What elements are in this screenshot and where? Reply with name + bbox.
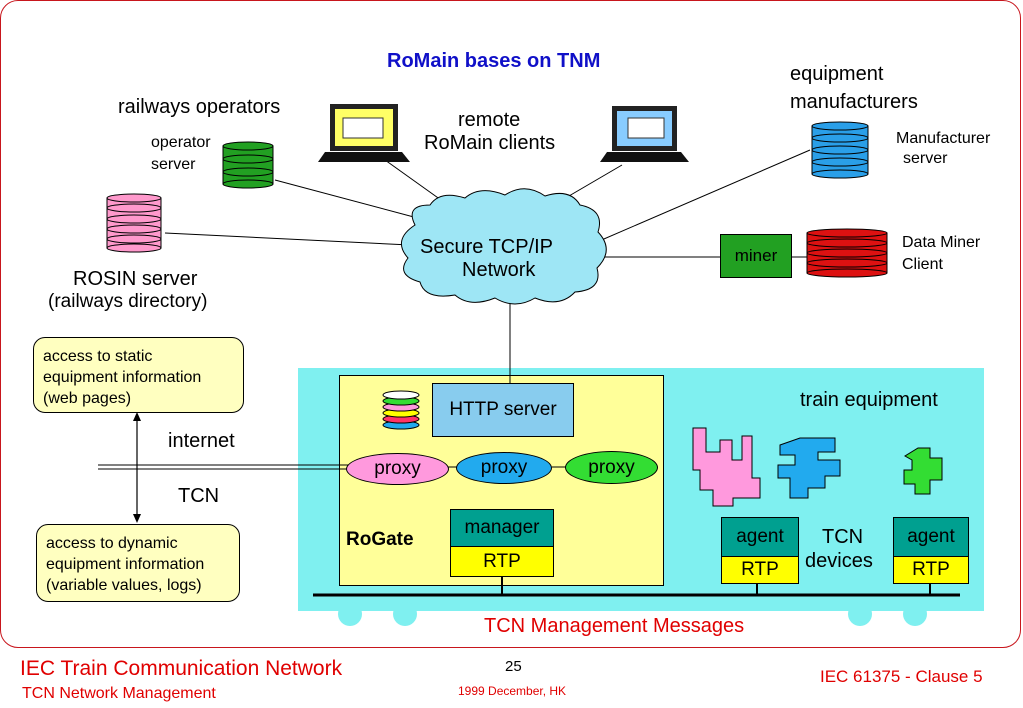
slide-frame (0, 0, 1021, 648)
train-equipment-label: train equipment (800, 389, 938, 411)
http-server-database-icon (381, 389, 421, 431)
static-note-line-1: access to static (43, 348, 153, 365)
agent-box-2: agent (893, 517, 969, 557)
http-server-box: HTTP server (432, 383, 574, 437)
footer-clause: IEC 61375 - Clause 5 (820, 667, 983, 686)
dynamic-note-line-2: equipment information (46, 556, 205, 573)
remote-client-laptop-icon (600, 106, 689, 162)
tcn-device-green-icon (904, 448, 942, 494)
manufacturers-label-2: manufacturers (790, 91, 918, 113)
operator-server-icon (222, 141, 274, 189)
rtp-box-2: RTP (893, 556, 969, 584)
operator-server-label-1: operator (151, 134, 211, 151)
footer-date: 1999 December, HK (458, 684, 567, 698)
static-note-line-2: equipment information (43, 369, 202, 386)
tcn-link-label: TCN (178, 485, 220, 507)
remote-clients-label-2: RoMain clients (424, 132, 556, 154)
rtp-box-1: RTP (721, 556, 799, 584)
data-miner-client-icon (806, 228, 888, 278)
dynamic-access-note: access to dynamic equipment information … (36, 524, 240, 602)
page-number: 25 (505, 658, 522, 675)
operator-laptop-icon (318, 104, 410, 162)
dynamic-note-line-3: (variable values, logs) (46, 577, 202, 594)
remote-clients-label-1: remote (458, 109, 521, 131)
operator-server-label-2: server (151, 156, 196, 173)
manufacturer-server-label-2: server (903, 150, 948, 167)
footer-title: IEC Train Communication Network (20, 657, 343, 680)
miner-box: miner (720, 234, 792, 278)
proxy-tcn-oval: proxy (565, 451, 658, 484)
rogate-rtp-box: RTP (450, 546, 554, 577)
proxy-http-oval: proxy (456, 452, 552, 484)
rogate-label: RoGate (346, 529, 414, 550)
data-miner-client-label-1: Data Miner (902, 234, 981, 251)
manufacturer-server-label-1: Manufacturer (896, 130, 991, 147)
static-note-line-3: (web pages) (43, 390, 132, 407)
footer-subtitle: TCN Network Management (22, 685, 216, 702)
tcn-device-blue-icon (778, 438, 840, 498)
rosin-server-label: ROSIN server (73, 268, 198, 290)
slide-title: RoMain bases on TNM (387, 50, 601, 72)
tcn-devices-label-1: TCN (822, 526, 864, 548)
proxy-internet-oval: proxy (346, 453, 449, 485)
dynamic-note-line-1: access to dynamic (46, 535, 178, 552)
rosin-server-icon (106, 193, 162, 253)
tcn-management-messages-label: TCN Management Messages (484, 615, 745, 637)
rosin-directory-label: (railways directory) (48, 291, 208, 312)
rogate-manager-box: manager (450, 509, 554, 547)
network-label-2: Network (462, 259, 536, 281)
railways-operators-label: railways operators (118, 96, 281, 118)
tcn-devices-label-2: devices (805, 550, 873, 572)
static-access-note: access to static equipment information (… (33, 337, 244, 413)
agent-box-1: agent (721, 517, 799, 557)
manufacturer-server-icon (811, 121, 869, 179)
internet-label: internet (168, 430, 235, 452)
data-miner-client-label-2: Client (902, 256, 943, 273)
manufacturers-label-1: equipment (790, 63, 884, 85)
network-label-1: Secure TCP/IP (420, 236, 554, 258)
tcn-device-pink-icon (693, 428, 760, 506)
